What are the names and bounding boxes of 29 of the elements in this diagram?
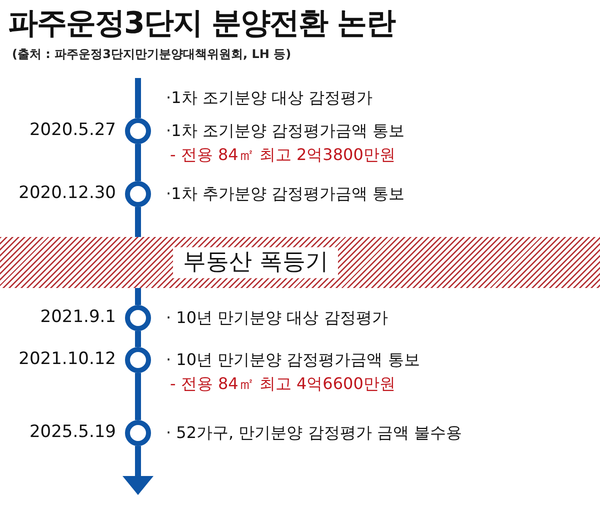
date-label: 2020.12.30	[18, 184, 116, 204]
timeline-line	[135, 144, 141, 181]
hatched-band	[0, 237, 600, 288]
timeline-arrow	[122, 446, 154, 495]
timeline-ring-icon	[125, 305, 151, 331]
event-text: · 52가구, 만기분양 감정평가 금액 불수용	[166, 424, 462, 442]
price-note: - 전용 84㎡ 최고 2억3800만원	[170, 146, 396, 164]
event-text: ·1차 조기분양 대상 감정평가	[166, 88, 373, 108]
timeline-line	[135, 78, 141, 118]
timeline-ring-icon	[125, 118, 151, 144]
price-note: - 전용 84㎡ 최고 4억6600만원	[170, 374, 396, 394]
timeline-ring-icon	[125, 420, 151, 446]
date-label: 2020.5.27	[29, 121, 116, 141]
timeline-ring-icon	[125, 181, 151, 207]
timeline-line	[135, 331, 141, 347]
date-label: 2025.5.19	[29, 423, 116, 443]
event-text: ·1차 추가분양 감정평가금액 통보	[166, 184, 405, 204]
timeline-line	[135, 207, 141, 237]
event-text: ·1차 조기분양 감정평가금액 통보	[166, 122, 405, 140]
timeline-ring-icon	[125, 347, 151, 373]
date-label: 2021.10.12	[18, 350, 116, 370]
source-note: (출처 : 파주운정3단지만기분양대책위원회, LH 등)	[12, 48, 292, 62]
date-label: 2021.9.1	[40, 308, 116, 328]
title: 파주운정3단지 분양전환 논란	[8, 6, 395, 42]
timeline-line	[135, 373, 141, 420]
event-text: · 10년 만기분양 대상 감정평가	[166, 308, 388, 328]
event-text: · 10년 만기분양 감정평가금액 통보	[166, 350, 420, 370]
period-label: 부동산 폭등기	[173, 246, 338, 278]
timeline-line	[135, 288, 141, 305]
